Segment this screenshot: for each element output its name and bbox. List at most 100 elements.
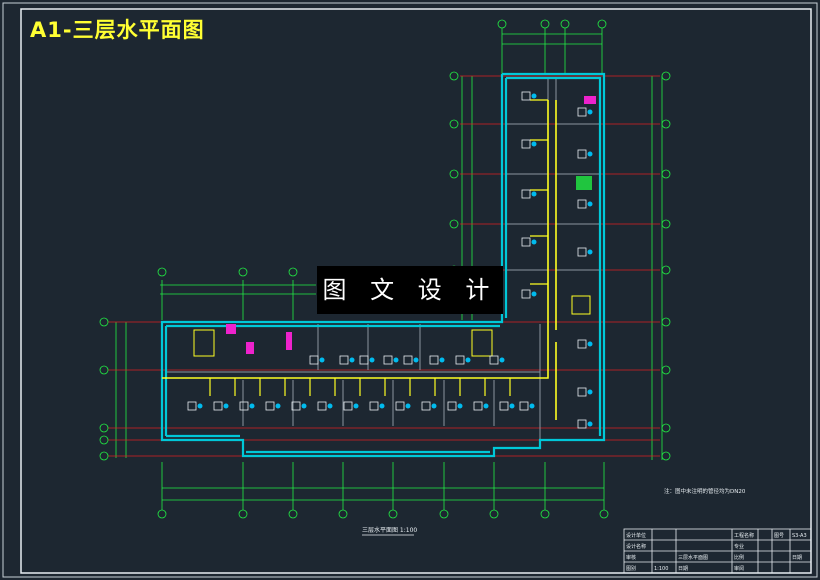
- title-block-cell: 图别: [626, 565, 636, 572]
- equipment-valve: [413, 357, 419, 363]
- axis-bubble: [661, 365, 671, 375]
- equipment-unit: [519, 401, 529, 411]
- axis-bubble: [99, 435, 109, 445]
- axis-bubble: [99, 317, 109, 327]
- axis-bubble: [449, 169, 459, 179]
- equipment-unit: [369, 401, 379, 411]
- title-block-cell: 设计名称: [626, 543, 646, 550]
- equipment-unit: [265, 401, 275, 411]
- equipment-valve: [327, 403, 333, 409]
- axis-bubble: [599, 509, 609, 519]
- equipment-valve: [197, 403, 203, 409]
- axis-bubble: [388, 509, 398, 519]
- equipment-valve: [587, 341, 593, 347]
- axis-bubble: [560, 19, 570, 29]
- title-block-cell: 日期: [792, 555, 802, 561]
- stairwells: [193, 176, 592, 357]
- equipment-unit: [359, 355, 369, 365]
- axis-bubble: [597, 19, 607, 29]
- equipment-unit: [577, 149, 587, 159]
- axis-bubble: [661, 451, 671, 461]
- equipment-unit: [489, 355, 499, 365]
- axis-bubble: [238, 509, 248, 519]
- axis-bubble: [439, 509, 449, 519]
- equipment-unit: [577, 339, 587, 349]
- axis-bubble: [540, 509, 550, 519]
- equipment-valve: [465, 357, 471, 363]
- axis-bubble: [99, 451, 109, 461]
- equipment-unit: [577, 387, 587, 397]
- water-pipe: [540, 100, 549, 379]
- equipment-valve: [587, 201, 593, 207]
- title-block-cell: 工程名称: [734, 532, 754, 539]
- equipment-valve: [301, 403, 307, 409]
- axis-bubble: [661, 219, 671, 229]
- axis-bubble: [238, 267, 248, 277]
- axis-bubble: [449, 219, 459, 229]
- axis-bubble: [449, 119, 459, 129]
- axis-bubble: [288, 509, 298, 519]
- equipment-valve: [531, 93, 537, 99]
- equipment-unit: [577, 419, 587, 429]
- title-block-cell: 比例: [734, 554, 744, 561]
- equipment-unit: [343, 401, 353, 411]
- equipment-units: [187, 91, 593, 429]
- axis-bubble: [449, 71, 459, 81]
- equipment-valve: [483, 403, 489, 409]
- equipment-valve: [369, 357, 375, 363]
- equipment-valve: [529, 403, 535, 409]
- title-block-cell: 设计单位: [626, 532, 646, 539]
- title-block-cell: 图号: [774, 533, 784, 539]
- equipment-valve: [431, 403, 437, 409]
- equipment-unit: [577, 199, 587, 209]
- plan-caption: 三层水平面图 1:100: [362, 526, 417, 534]
- axis-bubble: [661, 169, 671, 179]
- room-partitions: [165, 78, 600, 440]
- equipment-valve: [587, 389, 593, 395]
- equipment-valve: [393, 357, 399, 363]
- equipment-unit: [317, 401, 327, 411]
- fixtures-magenta: [226, 96, 596, 354]
- title-block: [623, 528, 812, 574]
- title-block-cell: 审核: [626, 554, 636, 561]
- title-block-cell: 三层水平面图: [678, 554, 708, 561]
- equipment-unit: [455, 355, 465, 365]
- equipment-valve: [531, 239, 537, 245]
- title-block-cell: 1:100: [654, 566, 668, 572]
- equipment-unit: [309, 355, 319, 365]
- axis-bubble: [661, 265, 671, 275]
- equipment-unit: [239, 401, 249, 411]
- equipment-unit: [521, 289, 531, 299]
- equipment-unit: [395, 401, 405, 411]
- equipment-valve: [223, 403, 229, 409]
- design-note: 注：图中未注明的管径均为DN20: [664, 487, 746, 495]
- equipment-unit: [473, 401, 483, 411]
- equipment-unit: [521, 189, 531, 199]
- drawing-title: A1-三层水平面图: [30, 18, 205, 42]
- equipment-unit: [291, 401, 301, 411]
- equipment-unit: [577, 247, 587, 257]
- equipment-valve: [587, 109, 593, 115]
- equipment-valve: [249, 403, 255, 409]
- title-block-cell: 审阅: [734, 565, 744, 572]
- equipment-valve: [499, 357, 505, 363]
- equipment-unit: [521, 139, 531, 149]
- equipment-valve: [509, 403, 515, 409]
- equipment-unit: [447, 401, 457, 411]
- axis-bubble: [99, 423, 109, 433]
- equipment-unit: [339, 355, 349, 365]
- title-block-cell: 日期: [678, 566, 688, 572]
- axis-bubble: [157, 509, 167, 519]
- equipment-valve: [457, 403, 463, 409]
- title-block-cell: S3-A3: [792, 533, 807, 539]
- inner-frame: [20, 8, 812, 574]
- equipment-valve: [319, 357, 325, 363]
- axis-bubble: [99, 365, 109, 375]
- equipment-unit: [499, 401, 509, 411]
- equipment-unit: [521, 237, 531, 247]
- axis-bubble: [661, 71, 671, 81]
- axis-bubble: [288, 267, 298, 277]
